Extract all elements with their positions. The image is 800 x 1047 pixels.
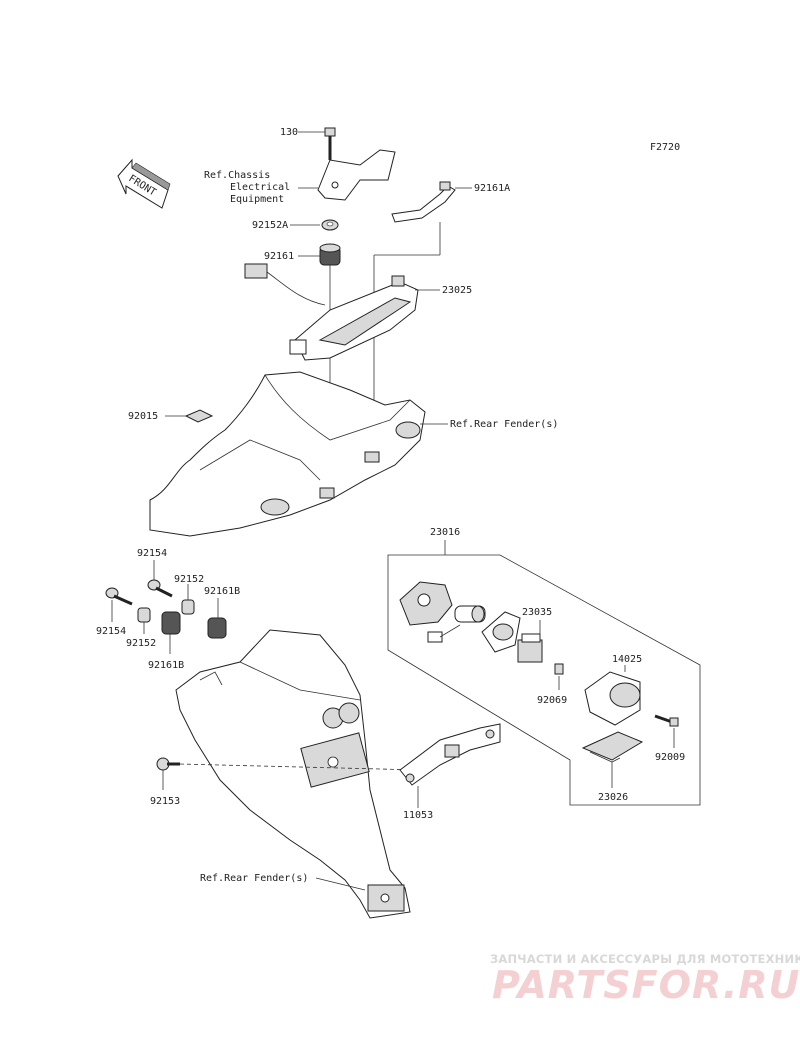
light-23025 <box>289 275 419 361</box>
label-14025: 14025 <box>612 654 642 665</box>
collar-92152-low <box>137 607 151 623</box>
label-92161a: 92161A <box>474 183 510 194</box>
collar-92152-top <box>181 599 195 615</box>
bolt-92153 <box>156 757 180 771</box>
label-92161b-low: 92161B <box>148 660 184 671</box>
label-92152a: 92152A <box>252 220 288 231</box>
socket <box>454 605 486 623</box>
label-130: 130 <box>280 127 298 138</box>
screw-92009 <box>654 714 679 727</box>
light-base <box>399 581 461 643</box>
connector-plug <box>244 263 326 306</box>
strap-92161a <box>391 181 456 223</box>
watermark-logo: PARTSFOR.RU <box>492 963 800 1007</box>
diagram-code: F2720 <box>650 142 680 153</box>
lens-holder <box>481 611 521 653</box>
label-11053: 11053 <box>403 810 433 821</box>
screw-92069 <box>554 663 564 675</box>
washer-92152a <box>321 219 339 231</box>
label-23026: 23026 <box>598 792 628 803</box>
bolt-92154-left <box>105 587 133 606</box>
bolt-92154-top <box>147 579 173 598</box>
cover-14025 <box>584 671 641 726</box>
label-ref-rear-fender-top: Ref.Rear Fender(s) <box>450 419 558 430</box>
label-92069: 92069 <box>537 695 567 706</box>
front-arrow-icon: FRONT <box>117 158 171 209</box>
label-92161b-top: 92161B <box>204 586 240 597</box>
chassis-bracket <box>317 149 396 201</box>
label-92152-low: 92152 <box>126 638 156 649</box>
label-23016: 23016 <box>430 527 460 538</box>
rear-fender-upper <box>149 371 426 537</box>
ref-chassis-line3: Equipment <box>230 194 284 205</box>
ref-chassis-line2: Electrical <box>230 182 290 193</box>
label-ref-rear-fender-bottom: Ref.Rear Fender(s) <box>200 873 308 884</box>
label-23035: 23035 <box>522 607 552 618</box>
grommet-92161 <box>319 243 341 266</box>
bracket-11053 <box>399 723 501 786</box>
nut-92015 <box>184 409 214 423</box>
label-92154-top: 92154 <box>137 548 167 559</box>
lens-23026 <box>581 731 644 763</box>
grommet-92161b-top <box>207 617 227 639</box>
rear-fender-lower <box>175 629 411 919</box>
ref-chassis-line1: Ref.Chassis <box>204 170 270 181</box>
label-92152-top: 92152 <box>174 574 204 585</box>
label-92161: 92161 <box>264 251 294 262</box>
label-92154-left: 92154 <box>96 626 126 637</box>
bolt-130 <box>324 127 336 160</box>
grommet-92161b-low <box>161 611 181 635</box>
label-92153: 92153 <box>150 796 180 807</box>
bulb-23035 <box>517 633 543 663</box>
label-92009: 92009 <box>655 752 685 763</box>
watermark-tagline: ЗАПЧАСТИ И АКСЕССУАРЫ ДЛЯ МОТОТЕХНИКИ <box>490 952 800 966</box>
label-23025: 23025 <box>442 285 472 296</box>
label-92015: 92015 <box>128 411 158 422</box>
